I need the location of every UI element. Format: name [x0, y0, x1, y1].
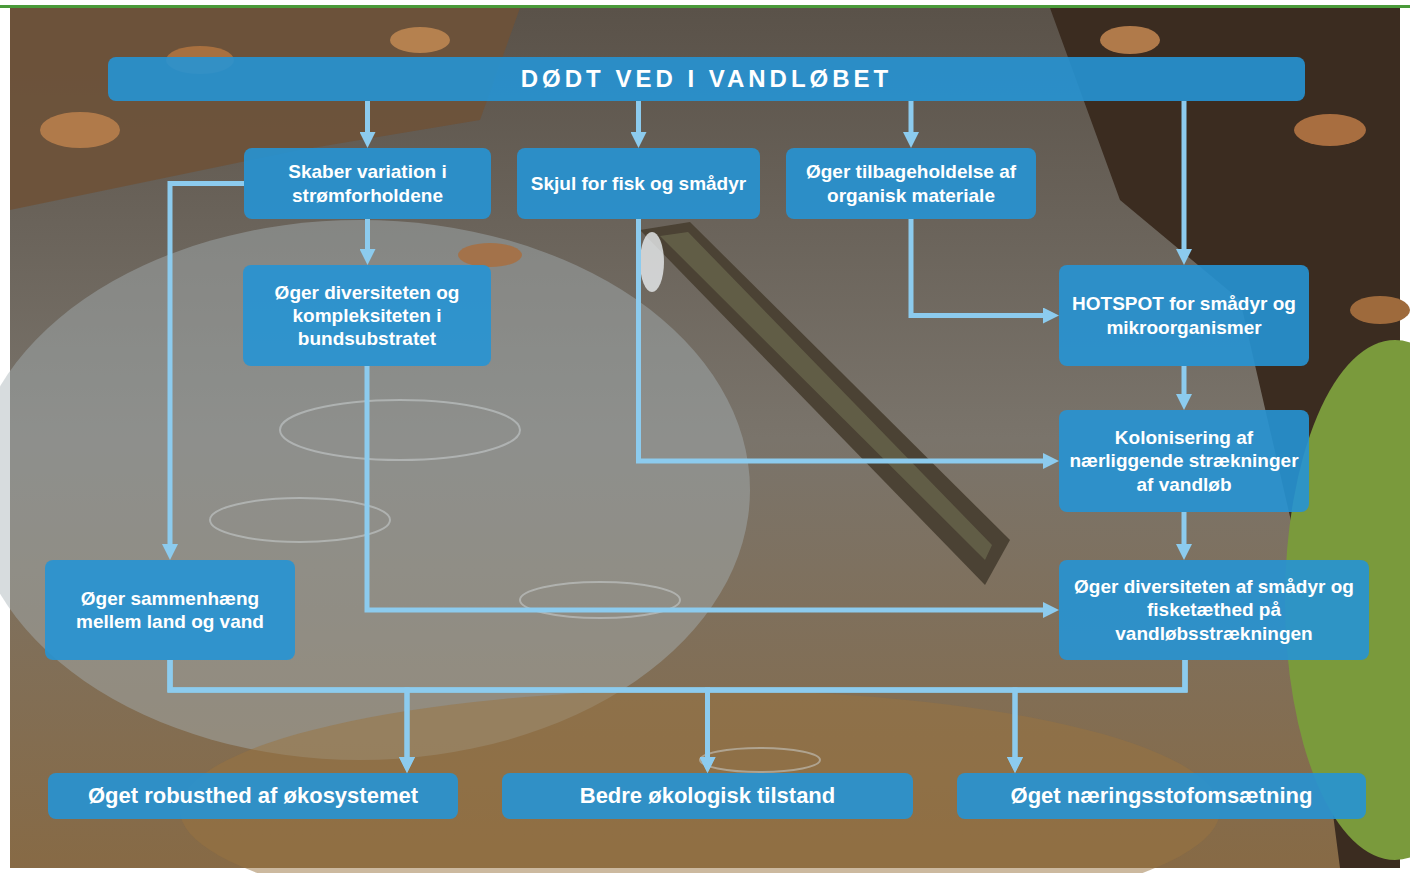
leaf — [390, 27, 450, 53]
outcome-box: Bedre økologisk tilstand — [502, 773, 913, 819]
leaf — [458, 243, 522, 267]
connector-arrow — [170, 184, 244, 551]
connector-arrow — [170, 660, 407, 763]
connector-arrow — [708, 660, 1186, 763]
ripple — [700, 748, 820, 772]
connector-arrow — [170, 660, 708, 763]
box-text: Skjul for fisk og smådyr — [531, 172, 746, 195]
effect-box: Skjul for fisk og smådyr — [517, 148, 760, 219]
ripple — [280, 400, 520, 460]
box-text: Skaber variation i strømforholdene — [252, 160, 483, 206]
effect-box: Skaber variation i strømforholdene — [244, 148, 491, 219]
leaf — [40, 112, 120, 148]
effect-box: Øger tilbageholdelse af organisk materia… — [786, 148, 1036, 219]
box-text: Øger sammenhæng mellem land og vand — [53, 587, 287, 633]
box-text: Øget robusthed af økosystemet — [88, 783, 418, 810]
connector-arrow — [1015, 660, 1185, 763]
connector-arrow — [1182, 101, 1187, 255]
title-bar: DØDT VED I VANDLØBET — [108, 57, 1305, 101]
outcome-box: Øget robusthed af økosystemet — [48, 773, 458, 819]
connector-arrow — [367, 366, 1049, 610]
connector-arrow — [909, 101, 914, 138]
box-text: HOTSPOT for smådyr og mikroorganismer — [1067, 292, 1301, 338]
effect-box: Øger diversiteten af smådyr og fisketæth… — [1059, 560, 1369, 660]
box-text: Øger tilbageholdelse af organisk materia… — [794, 160, 1028, 206]
connector-arrow — [639, 219, 1050, 461]
box-text: Bedre økologisk tilstand — [580, 783, 836, 810]
connectors — [170, 101, 1185, 763]
effect-box: Øger diversiteten og kompleksiteten i bu… — [243, 265, 491, 366]
leaf — [1100, 26, 1160, 54]
outcome-box: Øget næringsstofomsætning — [957, 773, 1366, 819]
log — [640, 222, 1010, 585]
connector-arrow — [365, 101, 370, 138]
connector-arrow — [636, 101, 641, 138]
box-text: Øget næringsstofomsætning — [1011, 783, 1313, 810]
box-text: Øger diversiteten af smådyr og fisketæth… — [1067, 575, 1361, 645]
connector-arrow — [407, 660, 1185, 763]
effect-box: HOTSPOT for smådyr og mikroorganismer — [1059, 265, 1309, 366]
ripple — [210, 498, 390, 542]
top-rule — [0, 5, 1410, 8]
foam — [640, 232, 664, 292]
effect-box: Øger sammenhæng mellem land og vand — [45, 560, 295, 660]
connector-arrow — [911, 219, 1049, 316]
connector-arrow — [1182, 512, 1187, 550]
ripple — [520, 582, 680, 618]
log-highlight — [660, 232, 992, 560]
leaf — [1294, 114, 1366, 146]
connector-arrow — [170, 660, 1015, 763]
connector-arrow — [365, 219, 370, 255]
box-text: Kolonisering af nærliggende strækninger … — [1067, 426, 1301, 496]
effect-box: Kolonisering af nærliggende strækninger … — [1059, 410, 1309, 512]
leaf — [1350, 296, 1410, 324]
title-text: DØDT VED I VANDLØBET — [521, 64, 893, 93]
box-text: Øger diversiteten og kompleksiteten i bu… — [251, 281, 483, 351]
connector-arrow — [1182, 366, 1187, 400]
